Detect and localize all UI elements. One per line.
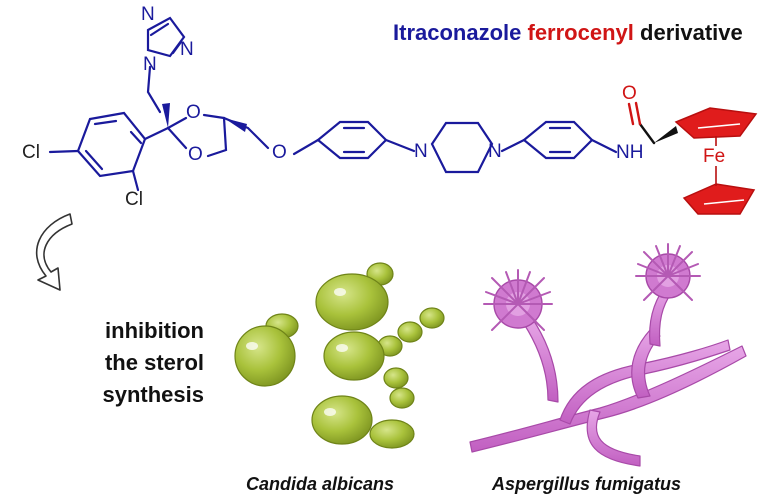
atom-ether-o: O	[272, 142, 287, 163]
candida-albicans-illustration	[234, 262, 445, 449]
atom-iron: Fe	[703, 146, 726, 167]
atom-dioxolane-o1: O	[186, 102, 201, 123]
atom-piperazine-n1: N	[414, 141, 428, 162]
ferrocene	[674, 107, 758, 215]
yeast-cell	[323, 331, 385, 381]
mechanism-label: inhibition the sterol synthesis	[24, 315, 205, 411]
atom-triazole-n2: N	[180, 39, 194, 60]
title-derivative: derivative	[640, 20, 743, 45]
mechanism-line-1: inhibition	[105, 318, 204, 343]
amide-bonds	[627, 101, 656, 145]
figure-title: Itraconazole ferrocenyl derivative	[393, 20, 743, 46]
stereo-wedge-bond	[162, 103, 170, 128]
caption-aspergillus-fumigatus: Aspergillus fumigatus	[492, 474, 682, 494]
stereo-wedge-bond	[224, 118, 247, 132]
title-itraconazole: Itraconazole	[393, 20, 522, 45]
mechanism-line-3: synthesis	[102, 382, 205, 407]
title-ferrocenyl: ferrocenyl	[527, 20, 634, 45]
atom-carbonyl-o: O	[622, 83, 637, 104]
atom-chloro-2: Cl	[125, 189, 143, 210]
atom-triazole-n3: N	[143, 54, 157, 75]
atom-dioxolane-o2: O	[188, 144, 203, 165]
yeast-cell	[311, 395, 373, 445]
atom-amide-nh: NH	[616, 142, 644, 163]
conidia-spikes	[483, 243, 701, 331]
curved-arrow-icon	[35, 213, 73, 291]
aspergillus-fumigatus-illustration	[469, 243, 747, 467]
yeast-highlights	[246, 288, 348, 416]
atom-piperazine-n2: N	[488, 141, 502, 162]
atom-triazole-n1: N	[141, 4, 155, 25]
atom-chloro-1: Cl	[22, 142, 40, 163]
mechanism-line-2: the sterol	[104, 350, 204, 375]
itraconazole-core-bonds	[48, 16, 618, 192]
ferrocene-highlights	[697, 123, 745, 205]
cyclopentadienyl-ring-top	[674, 107, 758, 139]
yeast-cell	[234, 325, 296, 387]
cyclopentadienyl-ring-bottom	[682, 183, 756, 215]
caption-candida-albicans: Candida albicans	[246, 474, 395, 494]
carbonyl-link-wedge	[654, 126, 678, 143]
yeast-cell	[315, 273, 389, 331]
